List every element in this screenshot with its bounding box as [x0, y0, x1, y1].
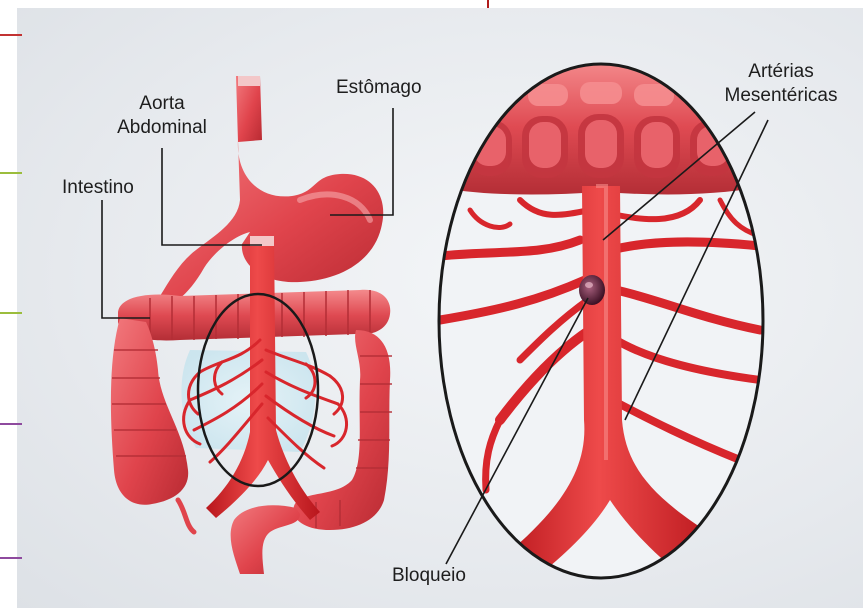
aorta-label-line-2: Abdominal: [108, 116, 216, 140]
blockage-label: Bloqueio: [392, 564, 466, 588]
stomach-label: Estômago: [336, 76, 422, 100]
arteries-label-line-1: Artérias: [706, 60, 856, 84]
arteries-label: Artérias Mesentéricas: [706, 60, 856, 108]
arteries-label-line-2: Mesentéricas: [706, 84, 856, 108]
aorta-label: Aorta Abdominal: [108, 92, 216, 140]
aorta-label-line-1: Aorta: [108, 92, 216, 116]
intestine-label: Intestino: [62, 176, 134, 200]
